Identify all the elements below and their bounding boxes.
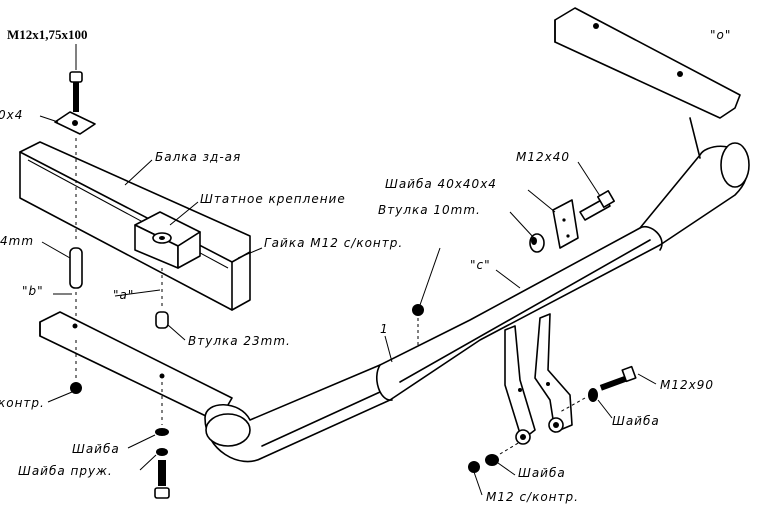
standard-mount-bracket: [134, 211, 201, 269]
tow-hitch-brackets: [504, 313, 573, 445]
label-standard-mount: Штатное крепление: [200, 192, 346, 206]
label-washer-bottom: Шайба: [72, 442, 120, 456]
label-washer-left: 0x4: [0, 108, 24, 122]
label-point-c: "c": [470, 258, 491, 272]
label-washer-40x40x4: Шайба 40x40x4: [385, 177, 497, 191]
leader-lines: [39, 44, 657, 496]
label-bolt-m12x90: M12x90: [660, 378, 714, 392]
towbar-main-tube: [204, 142, 750, 463]
label-point-b: "b": [22, 284, 44, 298]
right-mount-plate: [554, 7, 741, 159]
label-rear-beam: Балка зд-ая: [155, 150, 242, 164]
label-washer-right: Шайба: [612, 414, 660, 428]
label-point-o: "o": [710, 28, 732, 42]
label-bolt-m12x175x100: M12x1,75x100: [7, 27, 88, 42]
label-nut-m12-lock-bottom: M12 с/контр.: [486, 490, 579, 504]
right-fastener-stack: [468, 365, 637, 473]
label-bushing-10mm: Втулка 10mm.: [378, 203, 481, 217]
label-point-a: "a": [113, 288, 135, 302]
center-nut: [412, 304, 424, 345]
label-bolt-m12x40: M12x40: [516, 150, 570, 164]
label-washer-mid: Шайба: [518, 466, 566, 480]
small-bracket: [529, 190, 615, 253]
label-spring-washer: Шайба пруж.: [18, 464, 113, 478]
left-mount-plate: [39, 311, 233, 419]
left-fastener-stack: [54, 71, 170, 499]
label-lock-left: контр.: [0, 396, 45, 410]
label-bushing-23mm: Втулка 23mm.: [188, 334, 291, 348]
label-part-1: 1: [380, 322, 389, 336]
label-bushing-4mm: 4mm: [0, 234, 35, 248]
label-nut-m12-lock: Гайка М12 с/контр.: [264, 236, 404, 250]
